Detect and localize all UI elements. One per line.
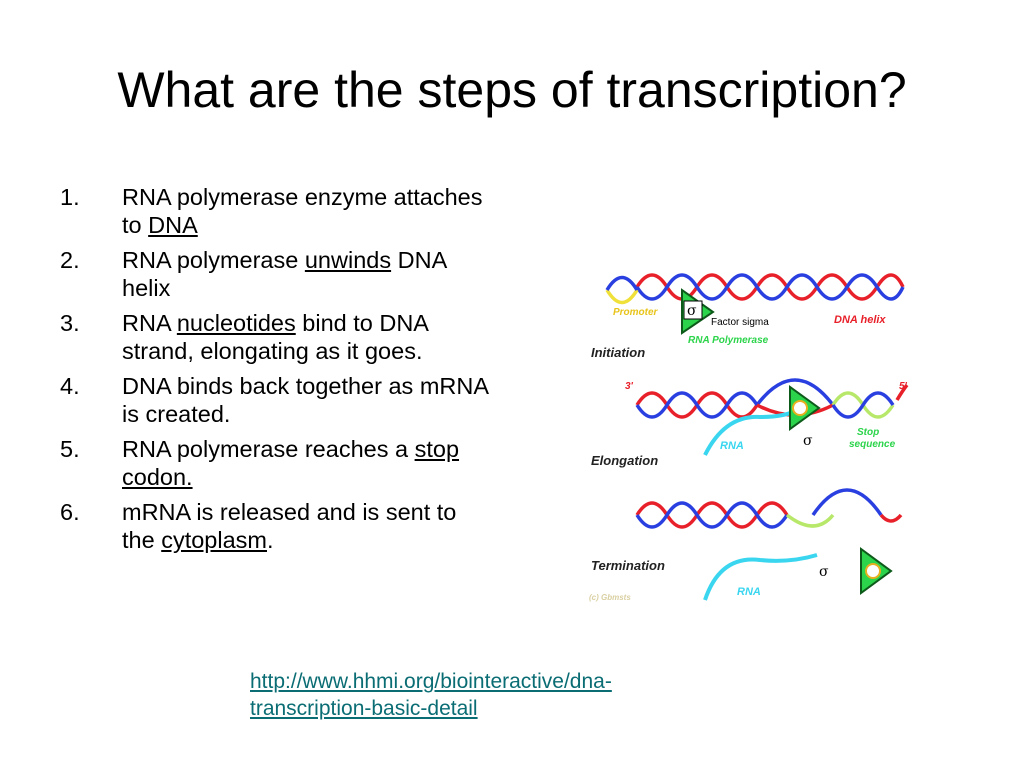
step-link-nucleotides[interactable]: nucleotides <box>176 310 296 336</box>
rna-strand-elongation <box>703 408 799 456</box>
source-link-line2[interactable]: transcription-basic-detail <box>250 697 478 720</box>
label-five-prime: 5' <box>899 381 908 392</box>
step-link-stop-codon[interactable]: stop codon. <box>122 436 460 490</box>
step-text: DNA binds back together as mRNA is creat… <box>122 373 488 427</box>
label-copyright: (c) Gbmsts <box>589 593 631 602</box>
dna-helix-termination <box>635 488 903 529</box>
step-item: 4. DNA binds back together as mRNA is cr… <box>60 372 490 428</box>
step-text: DNA helix <box>122 247 446 301</box>
label-rna: RNA <box>720 440 744 452</box>
label-rna-polymerase: RNA Polymerase <box>688 335 769 346</box>
step-text: mRNA is released and is sent to the <box>122 499 457 553</box>
step-text: RNA polymerase <box>122 247 305 273</box>
step-item: 5. RNA polymerase reaches a stop codon. <box>60 435 490 491</box>
transcription-steps-list: 1. RNA polymerase enzyme attaches to DNA… <box>60 183 490 561</box>
dna-helix-initiation <box>605 273 905 305</box>
label-elongation: Elongation <box>591 453 658 468</box>
label-factor-sigma: Factor sigma <box>711 317 769 328</box>
step-text: RNA polymerase reaches a <box>122 436 415 462</box>
step-text: RNA polymerase enzyme attaches to <box>122 184 483 238</box>
step-item: 1. RNA polymerase enzyme attaches to DNA <box>60 183 490 239</box>
sigma-symbol: σ <box>687 303 697 319</box>
step-text: . <box>267 527 274 553</box>
step-number: 2. <box>60 247 80 273</box>
step-link-unwinds[interactable]: unwinds <box>304 247 392 273</box>
step-number: 6. <box>60 499 80 525</box>
polymerase-core-released <box>865 563 881 579</box>
step-number: 5. <box>60 436 80 462</box>
label-stop: Stop <box>857 427 879 438</box>
label-promoter: Promoter <box>613 307 659 318</box>
slide-title: What are the steps of transcription? <box>117 62 907 118</box>
step-text: bind to DNA strand, elongating as it goe… <box>122 310 428 364</box>
step-number: 3. <box>60 310 80 336</box>
sigma-factor-box <box>683 300 703 320</box>
label-termination: Termination <box>591 558 665 573</box>
transcription-diagram: Promoter σ Factor sigma DNA helix RNA Po… <box>585 265 915 615</box>
step-number: 4. <box>60 373 80 399</box>
source-link-line1[interactable]: http://www.hhmi.org/biointeractive/dna- <box>250 670 612 693</box>
dna-helix-elongation <box>635 378 909 419</box>
step-text: RNA <box>122 310 177 336</box>
label-sequence: sequence <box>849 439 896 450</box>
step-link-cytoplasm[interactable]: cytoplasm <box>161 527 267 553</box>
sigma-free: σ <box>819 564 829 580</box>
step-item: 2. RNA polymerase unwinds DNA helix <box>60 246 490 302</box>
label-dna-helix: DNA helix <box>834 314 886 326</box>
step-number: 1. <box>60 184 80 210</box>
rna-strand-released <box>703 553 818 601</box>
sigma-released: σ <box>803 433 813 449</box>
step-item: 3. RNA nucleotides bind to DNA strand, e… <box>60 309 490 365</box>
polymerase-core <box>792 400 808 416</box>
step-item: 6. mRNA is released and is sent to the c… <box>60 498 490 554</box>
label-three-prime: 3' <box>625 381 634 392</box>
label-rna-released: RNA <box>737 586 761 598</box>
source-link[interactable]: http://www.hhmi.org/biointeractive/dna- … <box>250 668 710 722</box>
label-initiation: Initiation <box>591 345 645 360</box>
step-link-dna[interactable]: DNA <box>148 212 198 238</box>
